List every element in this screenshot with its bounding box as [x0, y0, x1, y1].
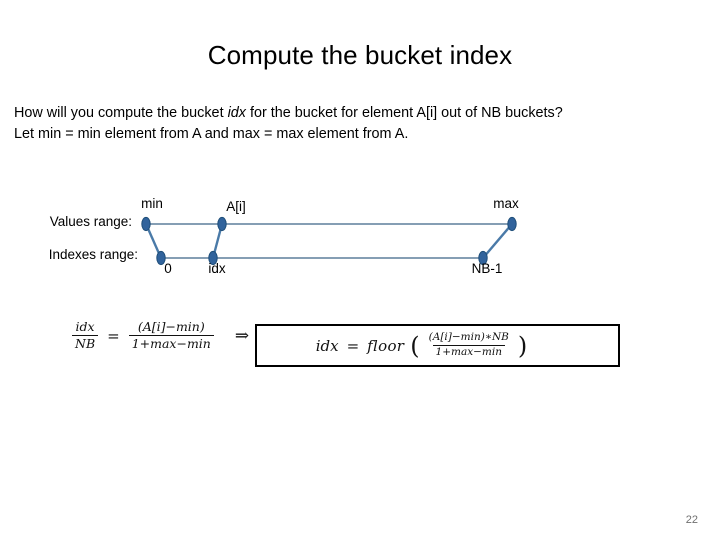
formula-result-box: idx = floor ( (A[i]−min)∗NB 1+max−min ) [255, 324, 620, 367]
formula-right-expression: idx = floor ( (A[i]−min)∗NB 1+max−min ) [315, 331, 528, 360]
node-idx[interactable] [208, 250, 218, 266]
floor-function-name: floor [367, 336, 405, 355]
node-zero[interactable] [156, 250, 166, 266]
body-line-1-emphasis: idx [227, 105, 246, 121]
values-range-label: Values range: [49, 214, 132, 229]
body-line-1-part-a: How will you compute the bucket [14, 105, 228, 121]
fraction-denominator: 1+max−min [128, 335, 214, 351]
diagram-lines [144, 223, 513, 259]
fraction-denominator: 1+max−min [432, 345, 506, 359]
fraction-idx-over-nb: idx NB [72, 319, 99, 351]
range-mapping-diagram: Values range: Indexes range: min A[i] ma… [0, 185, 720, 295]
formula-area: idx NB = (A[i]−min) 1+max−min ⇒ [0, 318, 720, 378]
page-number: 22 [685, 514, 698, 526]
fraction-value-ratio: (A[i]−min) 1+max−min [128, 319, 214, 351]
indexes-range-label: Indexes range: [48, 247, 138, 262]
node-label-nb-minus-1: NB-1 [471, 261, 503, 276]
node-label-max: max [493, 196, 519, 211]
connector-max-to-nb1 [482, 223, 513, 259]
body-line-1: How will you compute the bucket idx for … [14, 103, 708, 124]
equals-sign: = [346, 336, 360, 355]
open-paren: ( [410, 331, 420, 360]
equals-sign: = [107, 326, 120, 345]
node-nb1[interactable] [478, 250, 488, 266]
node-label-min: min [141, 196, 163, 211]
body-line-1-part-b: for the bucket for element A[i] out of N… [245, 105, 563, 121]
body-line-2: Let min = min element from A and max = m… [14, 126, 409, 142]
fraction-numerator: (A[i]−min)∗NB [428, 331, 509, 344]
fraction-numerator: (A[i]−min) [137, 319, 205, 334]
page-title: Compute the bucket index [207, 40, 513, 70]
formula-left-expression: idx NB = (A[i]−min) 1+max−min ⇒ [72, 320, 249, 351]
node-max[interactable] [507, 216, 517, 232]
implies-arrow-icon: ⇒ [234, 325, 250, 346]
node-min[interactable] [141, 216, 151, 232]
node-label-ai: A[i] [226, 199, 246, 214]
fraction-denominator: NB [72, 335, 99, 351]
fraction-numerator: idx [75, 319, 95, 334]
diagram-nodes [141, 216, 517, 266]
node-label-idx: idx [208, 261, 226, 276]
body-paragraph: How will you compute the bucket idx for … [14, 103, 708, 145]
fraction-scaled-ratio: (A[i]−min)∗NB 1+max−min [426, 331, 512, 359]
close-paren: ) [517, 331, 528, 360]
diagram-svg [141, 216, 517, 266]
node-label-zero: 0 [164, 261, 172, 276]
formula-lhs: idx [315, 336, 339, 355]
node-ai[interactable] [217, 216, 227, 232]
